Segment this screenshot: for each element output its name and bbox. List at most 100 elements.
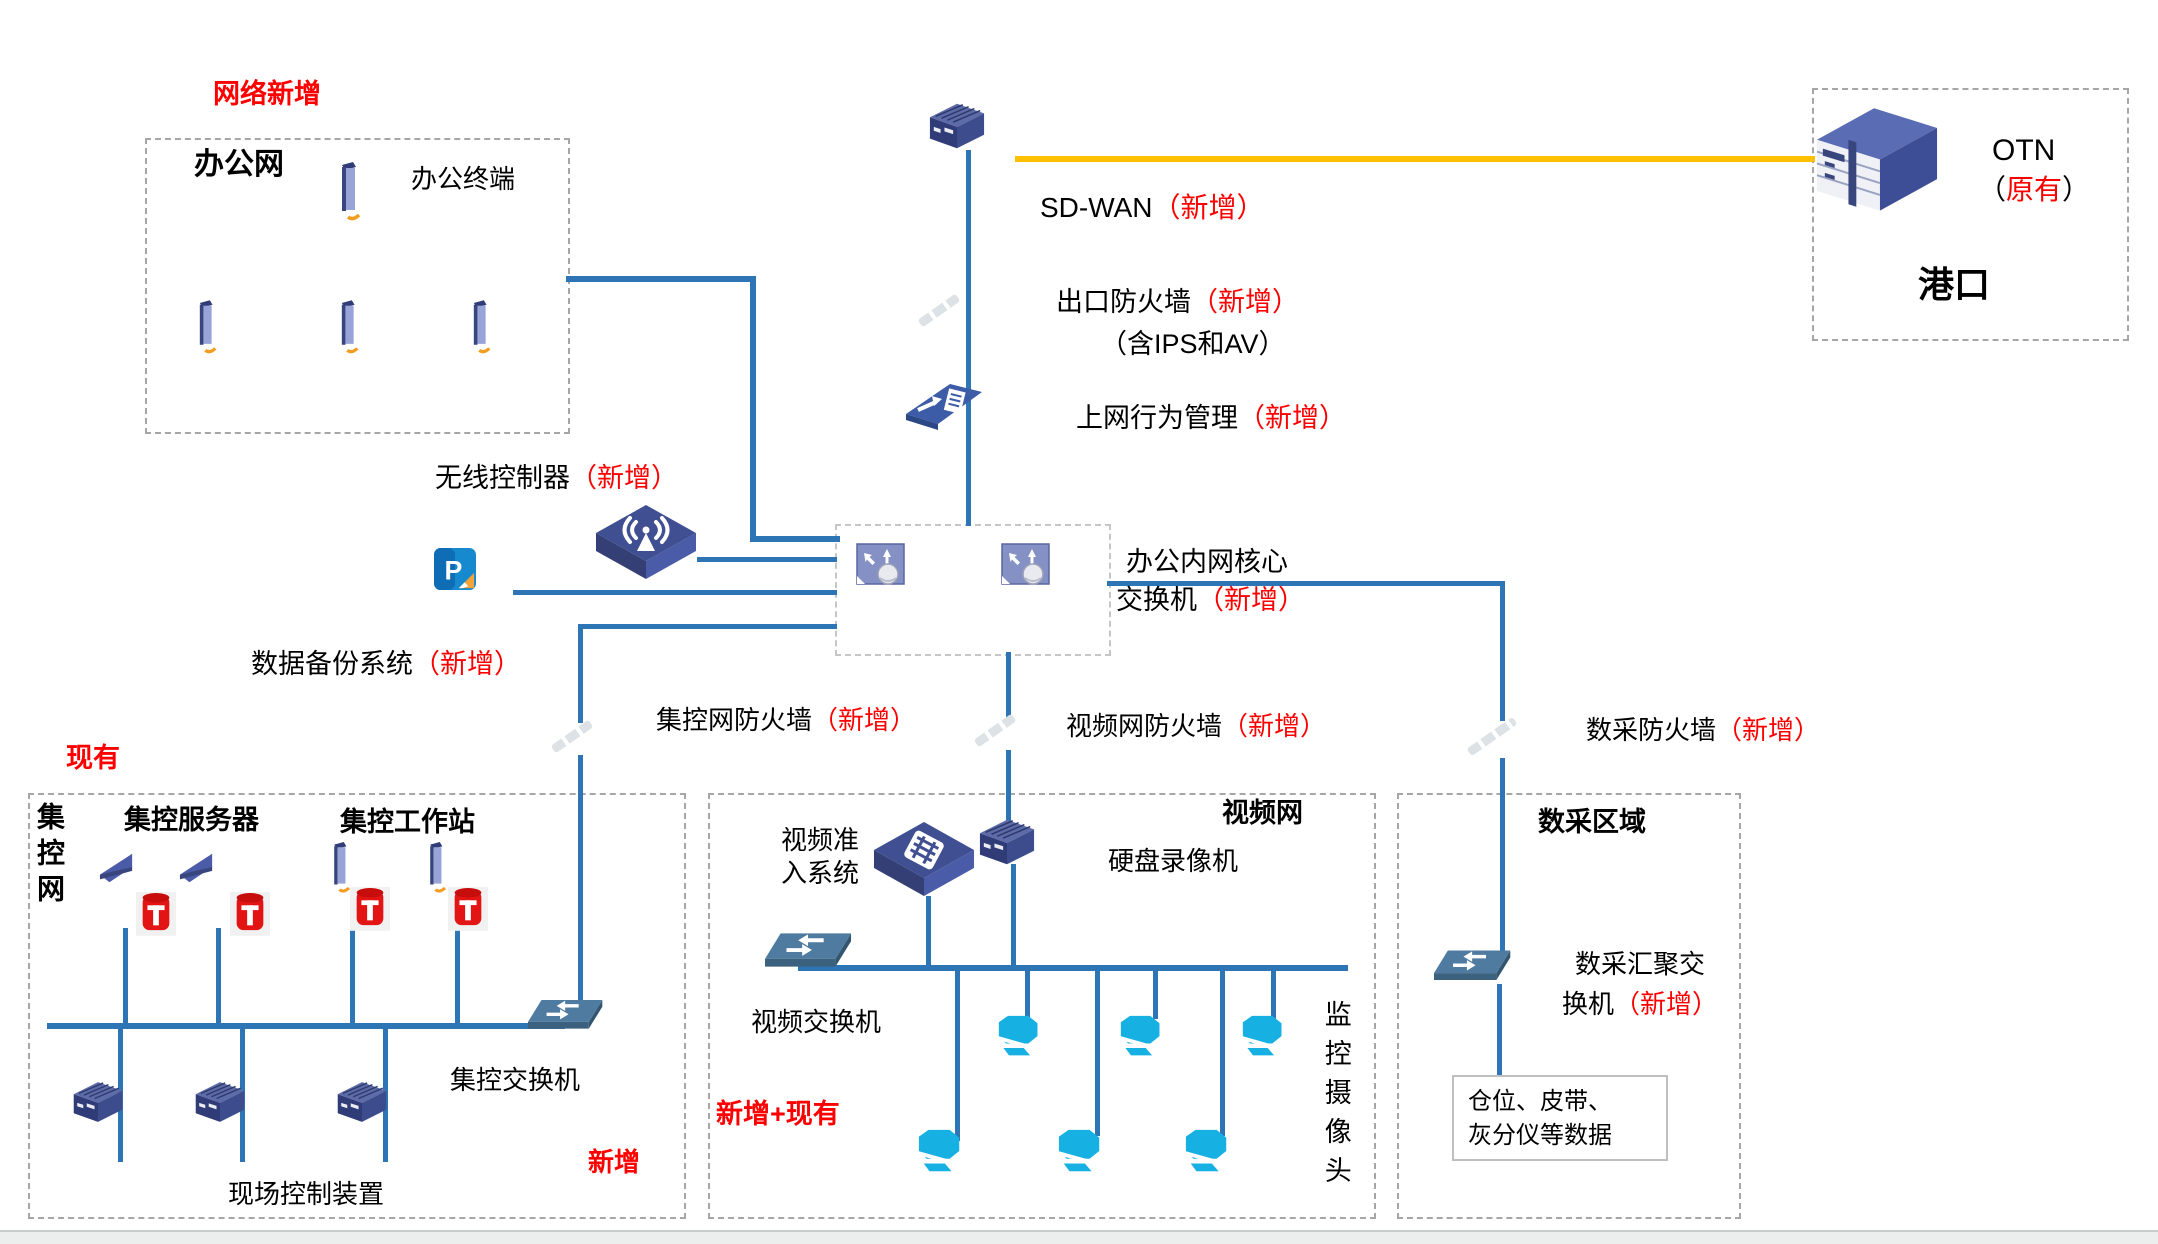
link-jk-up-1 (123, 928, 128, 1025)
camera-icon (916, 1128, 966, 1176)
jk-field-devices-label: 现场控制装置 (228, 1179, 385, 1209)
existing-label: 现有 (66, 743, 120, 773)
video-firewall-label: 视频网防火墙（新增） (1066, 711, 1327, 741)
video-access-label: 视频准 入系统 (780, 825, 859, 888)
office-network-box (145, 138, 570, 434)
dvr-icon (978, 816, 1036, 868)
link-backup-core (513, 590, 837, 595)
backup-system-label: 数据备份系统（新增） (251, 649, 521, 679)
port-title: 港口 (1918, 264, 1991, 305)
jk-server-monitor-icon (178, 850, 216, 886)
link-office-v1 (750, 276, 756, 542)
port-box (1812, 88, 2129, 341)
core-switch-label-line2: 交换机（新增） (1116, 585, 1305, 615)
jk-firewall-label: 集控网防火墙（新增） (656, 705, 917, 735)
link-cam-4 (1153, 969, 1158, 1019)
dc-switch-label: 数采汇聚交 换机（新增） (1561, 949, 1719, 1019)
dc-switch-icon (1434, 946, 1512, 988)
video-switch-label: 视频交换机 (751, 1007, 882, 1037)
database-icon (136, 886, 176, 938)
dc-area-box (1397, 793, 1741, 1219)
jk-switch-label: 集控交换机 (450, 1065, 581, 1095)
field-controller-icon (72, 1078, 124, 1126)
otn-label: OTN (1992, 134, 2056, 167)
link-ap-core (697, 557, 837, 562)
dc-title: 数采区域 (1538, 807, 1646, 837)
link-wan-yellow (1015, 156, 1815, 162)
exit-firewall-label: 出口防火墙（新增） (1056, 287, 1299, 317)
video-bus (798, 965, 1348, 971)
core-switch-label-line1: 办公内网核心 (1126, 547, 1288, 577)
camera-icon (1056, 1128, 1106, 1176)
database-icon (350, 881, 390, 933)
link-cam-6 (1271, 969, 1276, 1019)
wireless-controller-label: 无线控制器（新增） (435, 463, 678, 493)
jk-workstation-icon (332, 842, 352, 894)
link-jkfw-v2 (578, 755, 583, 1005)
link-dvr-bus (1011, 864, 1016, 969)
link-videofw-v1 (1006, 652, 1011, 718)
internet-router-icon (928, 100, 986, 152)
link-dc-databox (1497, 984, 1502, 1077)
jk-new-label: 新增 (588, 1147, 641, 1177)
database-icon (230, 886, 270, 938)
link-cam-3 (1095, 969, 1100, 1136)
office-pc-icon (340, 162, 362, 222)
network-new-label: 网络新增 (213, 79, 321, 109)
jk-workstations-label: 集控工作站 (340, 807, 475, 837)
jk-title: 集控网 (34, 802, 65, 910)
field-controller-icon (194, 1078, 246, 1126)
jk-switch-icon (528, 996, 604, 1036)
link-dcfw-v2 (1500, 758, 1505, 954)
office-pc-icon (198, 300, 218, 355)
link-cam-1 (955, 969, 960, 1141)
link-core-right (1107, 581, 1503, 586)
link-office-h2 (750, 536, 840, 542)
link-cam-5 (1220, 969, 1225, 1136)
video-network-box (708, 793, 1376, 1219)
office-terminal-label: 办公终端 (411, 164, 516, 194)
dc-firewall-label: 数采防火墙（新增） (1586, 715, 1821, 745)
link-core-left-h (578, 624, 837, 629)
jk-firewall-icon (550, 719, 594, 754)
behavior-management-icon (906, 378, 982, 432)
wireless-controller-icon (593, 503, 699, 583)
jk-workstation-icon (428, 842, 448, 894)
sdwan-label: SD-WAN（新增） (1040, 192, 1265, 223)
exit-firewall-icon (917, 293, 961, 328)
office-pc-icon (472, 300, 492, 355)
link-jk-up-2 (216, 928, 221, 1025)
link-jkfw-v1 (578, 624, 583, 723)
camera-icon (1118, 1014, 1166, 1060)
video-switch-icon (765, 930, 853, 974)
otn-status-label: （原有） (1978, 174, 2091, 205)
link-office-h1 (566, 276, 753, 282)
camera-icon (996, 1014, 1044, 1060)
field-controller-icon (336, 1078, 388, 1126)
core-switch-icon (1001, 543, 1051, 589)
cameras-label: 监控摄像头 (1320, 1000, 1351, 1195)
backup-system-icon (434, 548, 476, 592)
link-videofw-v2 (1006, 750, 1011, 824)
link-access-bus (926, 896, 931, 969)
video-access-icon (872, 820, 976, 900)
window-bottom-bar (0, 1230, 2158, 1244)
jk-network-box (28, 793, 686, 1219)
dvr-label: 硬盘录像机 (1108, 846, 1239, 876)
dc-data-box: 仓位、皮带、 灰分仪等数据 (1452, 1075, 1668, 1161)
exit-firewall-sub-label: （含IPS和AV） (1100, 329, 1286, 359)
dc-firewall-icon (1466, 716, 1518, 757)
link-router-core (966, 150, 971, 526)
link-jk-up-4 (455, 926, 460, 1025)
video-title: 视频网 (1222, 798, 1303, 828)
video-new-existing-label: 新增+现有 (716, 1099, 840, 1129)
link-dcfw-v1 (1500, 581, 1505, 721)
video-firewall-icon (973, 713, 1017, 748)
link-jk-up-3 (350, 926, 355, 1025)
behavior-management-label: 上网行为管理（新增） (1076, 403, 1346, 433)
jk-servers-label: 集控服务器 (124, 805, 259, 835)
jk-bus (47, 1023, 565, 1029)
otn-device-icon (1813, 98, 1941, 216)
office-title: 办公网 (194, 148, 284, 181)
